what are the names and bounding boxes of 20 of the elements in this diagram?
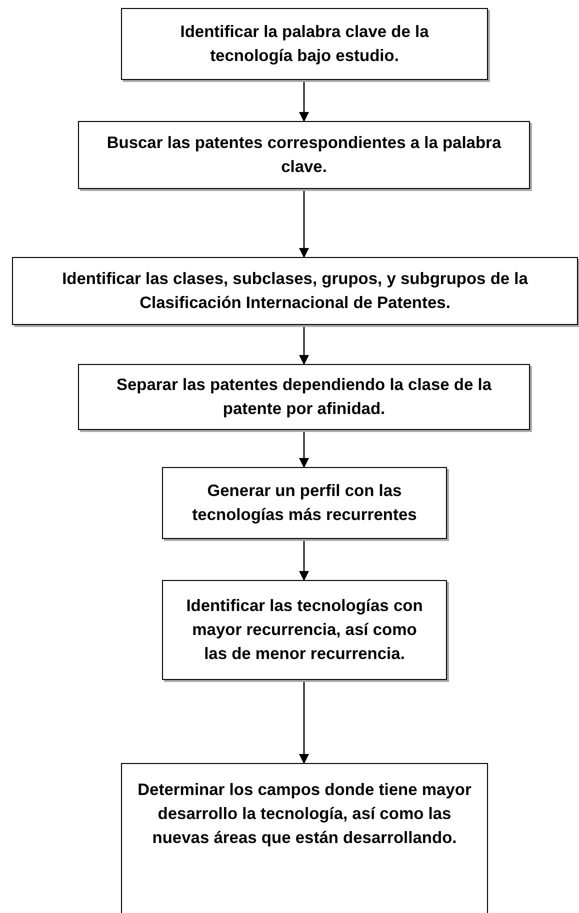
process-box xyxy=(121,763,488,913)
arrow xyxy=(299,680,309,764)
process-box xyxy=(162,580,447,680)
arrow xyxy=(299,189,309,258)
arrow xyxy=(299,430,309,468)
arrow xyxy=(299,539,309,581)
step-text: Buscar las patentes correspondientes a la palabra clave. xyxy=(106,133,502,178)
process-box xyxy=(12,257,578,325)
arrow xyxy=(299,80,309,122)
step-text: Generar un perfil con las tecnologías más recurrentes xyxy=(191,481,418,526)
process-box xyxy=(121,8,488,80)
step-text: Identificar las tecnologías con mayor recurrencia, así como las de menor recurrencia. xyxy=(185,596,424,665)
process-box xyxy=(78,364,530,430)
step-text: Identificar la palabra clave de la tecnología bajo estudio. xyxy=(179,22,430,67)
step-text: Determinar los campos donde tiene mayor desarrollo la tecnología, así como las nuevas áreas que están desarrollando. xyxy=(136,780,472,849)
arrow xyxy=(299,325,309,365)
process-box xyxy=(162,467,447,539)
process-box xyxy=(78,121,530,189)
step-text: Separar las patentes dependiendo la clase de la patente por afinidad. xyxy=(115,375,493,420)
step-text: Identificar las clases, subclases, grupos, y subgrupos de la Clasificación Internacional de Patentes. xyxy=(61,269,529,314)
